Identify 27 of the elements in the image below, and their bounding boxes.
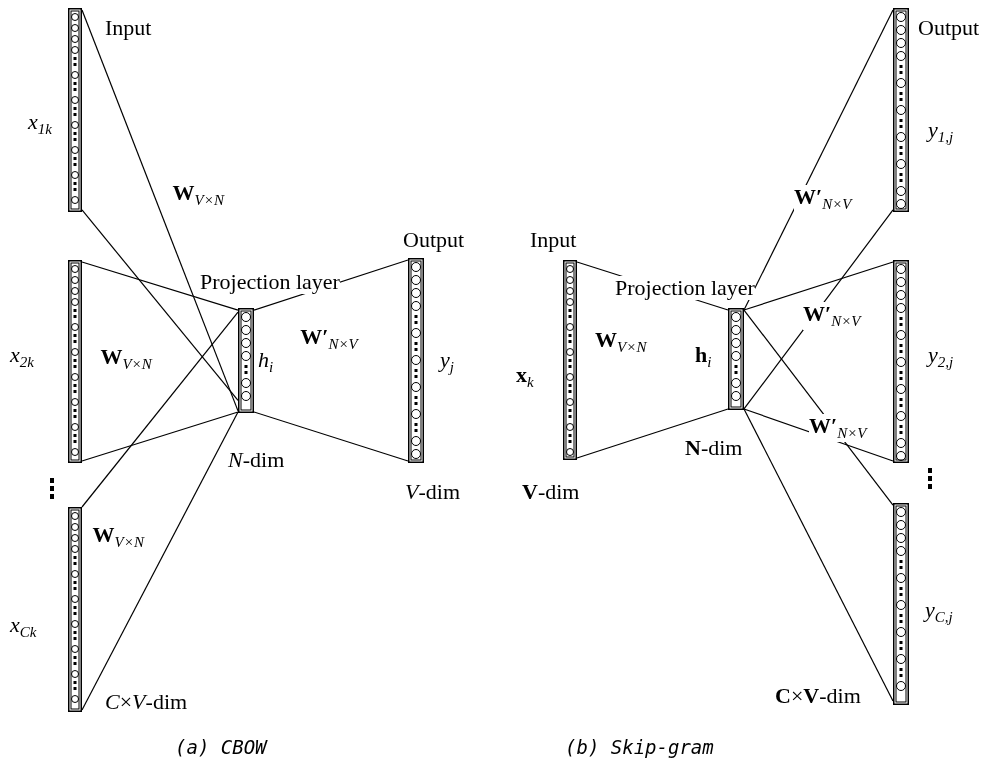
connection-line [81, 311, 239, 508]
vector-bar [238, 308, 254, 413]
weight-label: W′$_{N×V}$ [809, 413, 867, 442]
vector-bar [728, 308, 744, 410]
connection-line [81, 411, 239, 462]
vector-bar [893, 503, 909, 705]
vector-bar [893, 8, 909, 212]
subfigure-caption: (b) Skip-gram [565, 736, 714, 758]
vector-bar [893, 260, 909, 463]
vector-bar [408, 258, 424, 463]
vector-bar [68, 507, 82, 712]
connection-line [81, 209, 239, 401]
connection-line [81, 411, 239, 711]
connection-line [743, 9, 894, 311]
vector-bar [563, 260, 577, 460]
connection-line [253, 411, 409, 462]
subfigure-caption: (a) CBOW [175, 736, 267, 758]
connection-line [743, 408, 894, 702]
weight-label: W′$_{N×V}$ [803, 302, 861, 331]
vector-bar [68, 8, 82, 212]
vector-bar [68, 260, 82, 463]
connection-line [743, 261, 894, 311]
vector-label: Projection layer [615, 276, 755, 301]
connection-line [81, 9, 239, 412]
connection-line [81, 261, 239, 311]
connection-line [576, 408, 729, 459]
weight-label: W′$_{N×V}$ [794, 185, 852, 213]
